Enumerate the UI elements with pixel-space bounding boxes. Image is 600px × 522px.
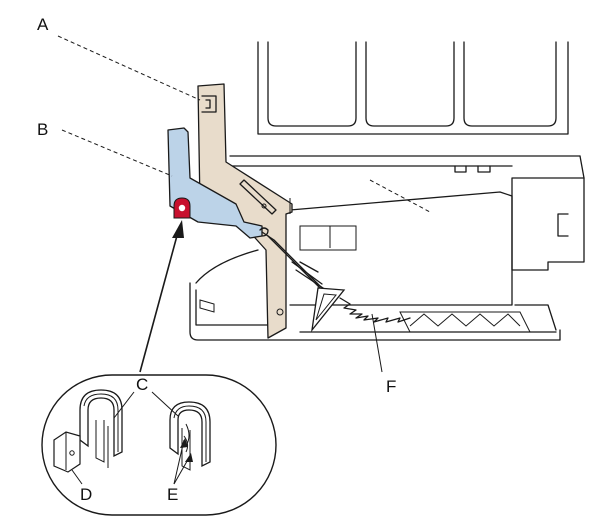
hinge-bracket <box>167 127 263 239</box>
callout-a: A <box>37 15 49 34</box>
callout-e: E <box>167 485 178 504</box>
leader-lines <box>57 35 431 485</box>
clip-left <box>79 389 123 468</box>
callout-d: D <box>80 485 92 504</box>
callout-c: C <box>136 375 148 394</box>
detail-inset <box>41 374 277 516</box>
spring-seat-strip <box>399 311 531 333</box>
callout-b: B <box>37 120 48 139</box>
callout-f: F <box>386 377 396 396</box>
hinge-link-cable <box>259 227 411 333</box>
clip-right <box>169 401 211 471</box>
insert-d <box>53 431 81 473</box>
bushing-highlight <box>173 197 191 219</box>
